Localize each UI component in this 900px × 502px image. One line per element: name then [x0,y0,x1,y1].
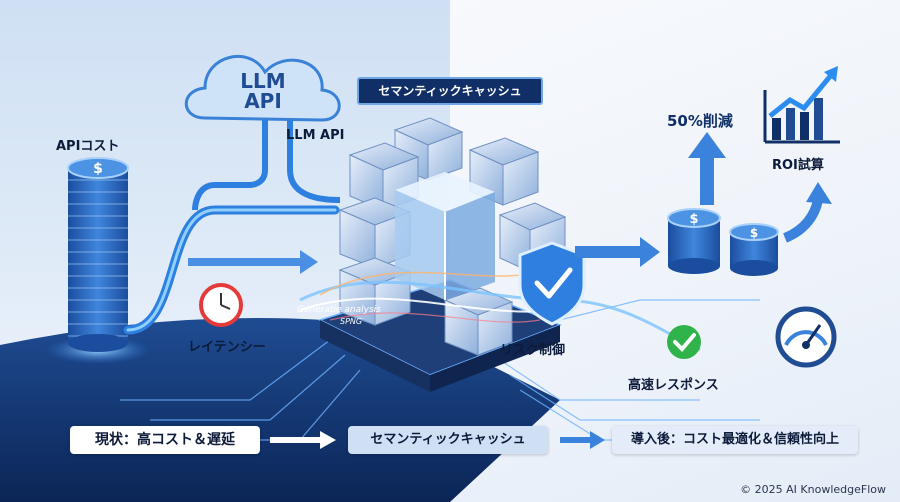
coin-stack-left: $ [67,157,129,352]
flow-after: 導入後：コスト最適化＆信頼性向上 [612,426,858,454]
arrow-bottom-1 [270,431,336,449]
shield-check-icon [518,241,586,326]
svg-text:$: $ [750,226,758,240]
svg-text:$: $ [689,212,698,227]
label-api-cost: APIコスト [56,139,120,154]
cloud-label-line2: API [244,89,282,113]
label-fast-response: 高速レスポンス [628,378,719,393]
screen-text-1: Generatie analysis [297,305,381,315]
arrow-out [575,237,660,267]
svg-text:$: $ [93,161,103,177]
clock-icon [199,283,243,327]
arrow-in [188,250,318,274]
arrow-up-reduction [688,132,726,205]
cloud-label: LLM API [228,71,298,111]
screen-text-2: SPNG [340,317,362,326]
label-reduction: 50%削減 [667,112,733,130]
speedometer-icon [775,306,837,368]
check-circle-icon [667,325,701,359]
cloud-icon [184,55,341,122]
arrow-bottom-2 [560,431,605,449]
label-risk: リスク制御 [500,343,566,358]
cloud-label-line1: LLM [240,69,286,93]
pipe-cloud [192,120,268,211]
growth-chart-icon [763,66,840,144]
title-semantic-cache: セマンティックキャッシュ [357,77,543,105]
label-latency: レイテンシー [188,340,266,355]
arrow-curve-roi [782,198,823,243]
copyright: © 2025 AI KnowledgeFlow [740,483,886,496]
coin-stack-right: $ $ [667,208,779,276]
flow-current: 現状：高コスト＆遅延 [70,426,260,454]
flow-middle: セマンティックキャッシュ [348,426,548,454]
label-roi: ROI試算 [772,158,824,173]
label-llm-api: LLM API [286,128,345,143]
